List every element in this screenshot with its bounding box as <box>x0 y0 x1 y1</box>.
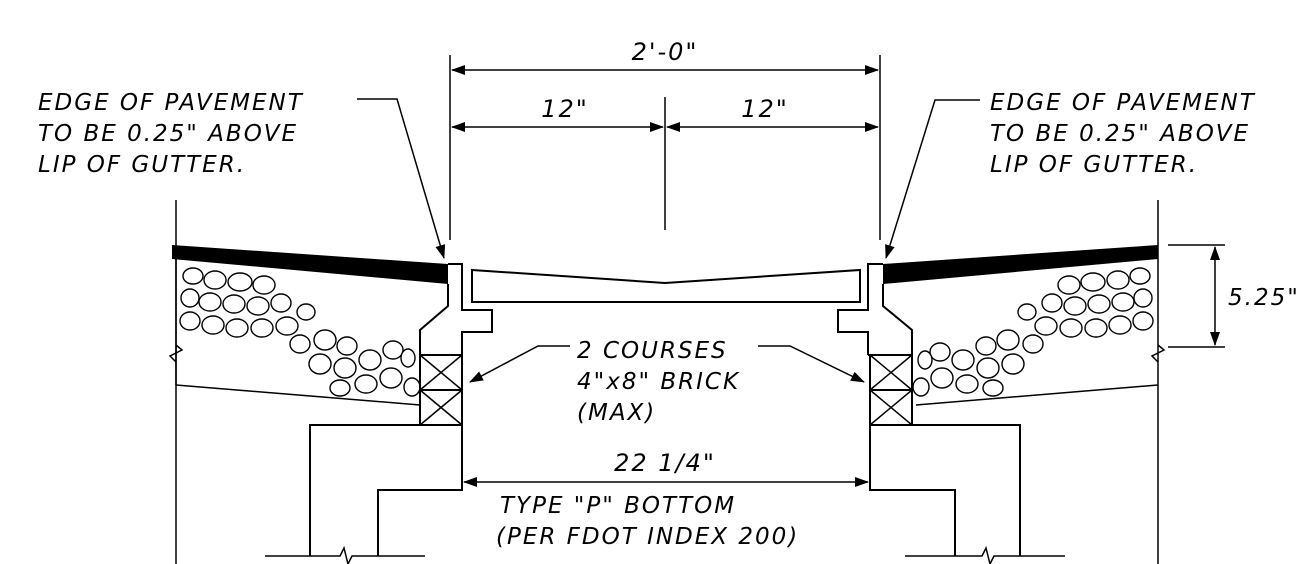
right-pavement <box>883 245 1158 284</box>
right-base-layer <box>915 384 1159 406</box>
left-structure-wall <box>265 424 463 564</box>
bottom-note-line-2: (PER FDOT INDEX 200) <box>496 524 799 550</box>
right-note-line-3: LIP OF GUTTER. <box>990 152 1198 178</box>
bottom-width-label: 22 1/4" <box>614 449 716 477</box>
left-gravel <box>179 267 421 397</box>
height-dimension: 5.25" <box>1168 244 1300 348</box>
right-edge-lines <box>1150 200 1166 564</box>
right-half-label: 12" <box>741 95 789 123</box>
brick-note-line-3: (MAX) <box>577 400 656 426</box>
left-edge-note: EDGE OF PAVEMENT TO BE 0.25" ABOVE LIP O… <box>38 90 446 259</box>
left-half-label: 12" <box>541 95 589 123</box>
left-note-line-2: TO BE 0.25" ABOVE <box>38 121 298 147</box>
bottom-width-dimension: 22 1/4" <box>463 449 869 487</box>
right-brick-courses <box>869 354 913 426</box>
left-note-line-1: EDGE OF PAVEMENT <box>38 90 304 116</box>
overall-width-dimension: 2'-0" <box>449 38 881 240</box>
brick-note: 2 COURSES 4"x8" BRICK (MAX) <box>469 338 865 426</box>
left-note-line-3: LIP OF GUTTER. <box>38 152 246 178</box>
right-structure-wall <box>869 424 1065 564</box>
left-pavement <box>172 245 448 284</box>
inlet-grate <box>471 268 861 303</box>
brick-note-line-1: 2 COURSES <box>577 338 728 364</box>
overall-width-label: 2'-0" <box>632 38 699 66</box>
half-width-dimensions: 12" 12" <box>451 95 879 230</box>
left-brick-courses <box>419 354 463 426</box>
bottom-note: TYPE "P" BOTTOM (PER FDOT INDEX 200) <box>496 493 799 550</box>
bottom-note-line-1: TYPE "P" BOTTOM <box>500 493 736 519</box>
brick-note-line-2: 4"x8" BRICK <box>577 369 740 395</box>
right-gravel <box>912 267 1154 397</box>
right-note-line-1: EDGE OF PAVEMENT <box>990 90 1256 116</box>
height-label: 5.25" <box>1228 285 1300 311</box>
right-edge-note: EDGE OF PAVEMENT TO BE 0.25" ABOVE LIP O… <box>885 90 1256 259</box>
left-base-layer <box>175 258 421 406</box>
right-note-line-2: TO BE 0.25" ABOVE <box>990 121 1250 147</box>
